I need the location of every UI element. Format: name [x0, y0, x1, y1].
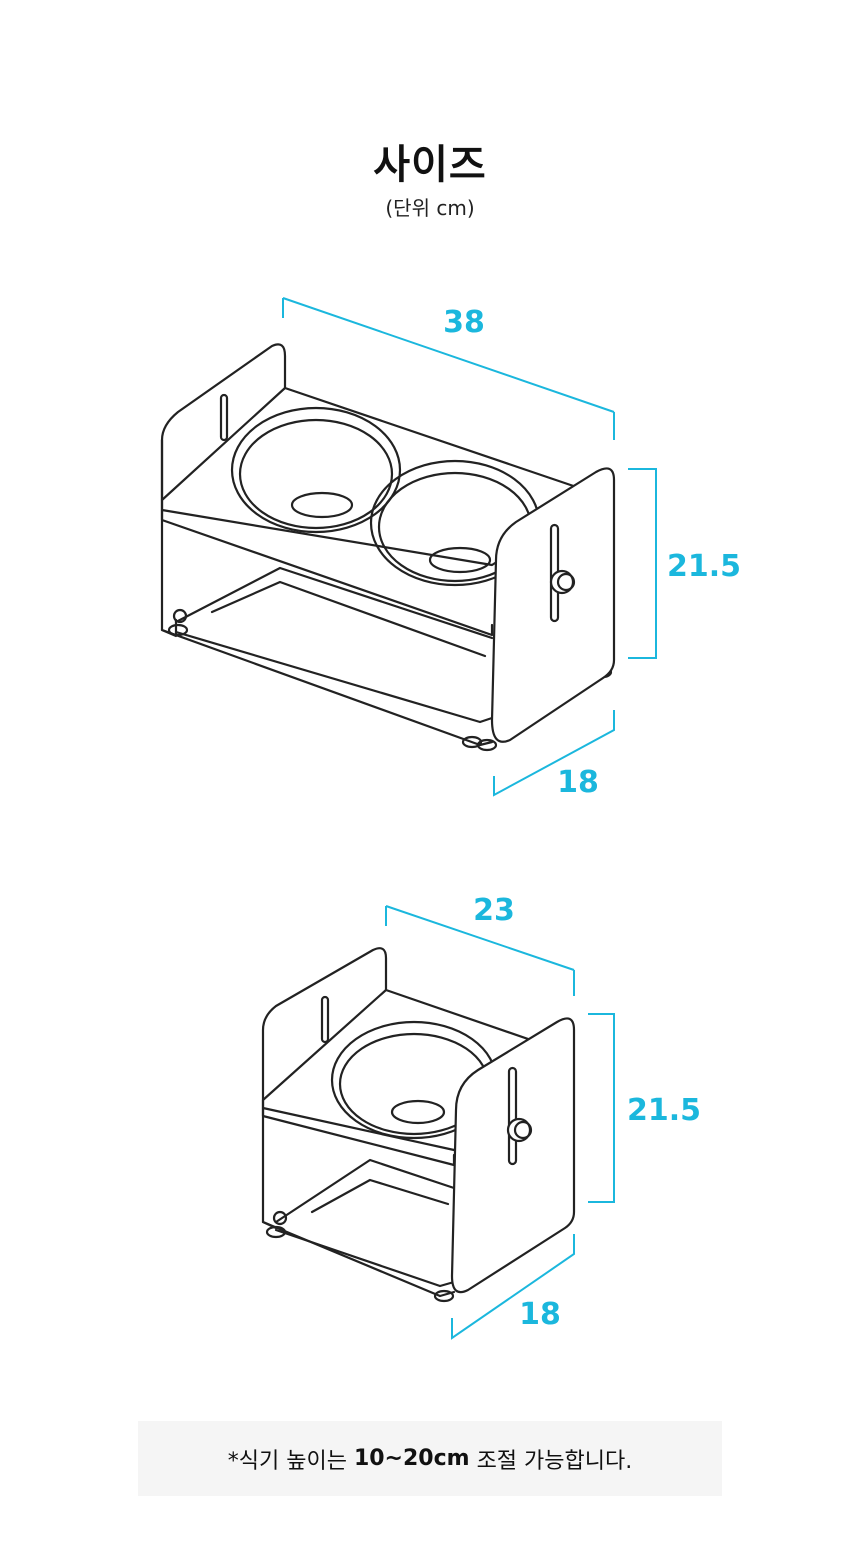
left-side-panel: [261, 947, 388, 1230]
width-label: 23: [473, 893, 515, 928]
single-feeder-drawing: 23 21.5 18: [261, 893, 701, 1340]
dim-line-width: [385, 905, 575, 996]
lower-frame: [274, 1158, 456, 1288]
dim-line-width: [282, 297, 615, 440]
page-title: 사이즈: [373, 142, 487, 188]
note-prefix: *식기 높이는: [227, 1448, 354, 1474]
right-side-panel: [490, 467, 616, 743]
lower-frame: [174, 566, 494, 724]
single-feeder-figure: 23 21.5 18: [0, 880, 860, 1360]
right-side-panel: [450, 1017, 576, 1294]
dim-line-depth: [451, 1234, 575, 1340]
dim-line-depth: [493, 710, 615, 797]
double-feeder-drawing: 38 21.5 18: [160, 297, 741, 800]
dim-line-height: [628, 468, 657, 659]
foot: [167, 623, 189, 637]
note-highlight: 10~20cm: [353, 1446, 470, 1471]
width-label: 38: [443, 305, 485, 340]
left-side-panel: [160, 343, 287, 638]
note-suffix: 조절 가능합니다.: [469, 1448, 633, 1474]
dim-line-height: [588, 1013, 615, 1203]
double-feeder-figure: 38 21.5 18: [0, 280, 860, 820]
height-label: 21.5: [667, 549, 741, 584]
height-label: 21.5: [627, 1093, 701, 1128]
unit-label: (단위 cm): [385, 196, 475, 220]
foot: [265, 1225, 287, 1239]
depth-label: 18: [557, 765, 599, 800]
depth-label: 18: [519, 1297, 561, 1332]
bowl-left-rim: [230, 406, 402, 534]
height-adjust-note: *식기 높이는 10~20cm 조절 가능합니다.: [138, 1421, 722, 1496]
